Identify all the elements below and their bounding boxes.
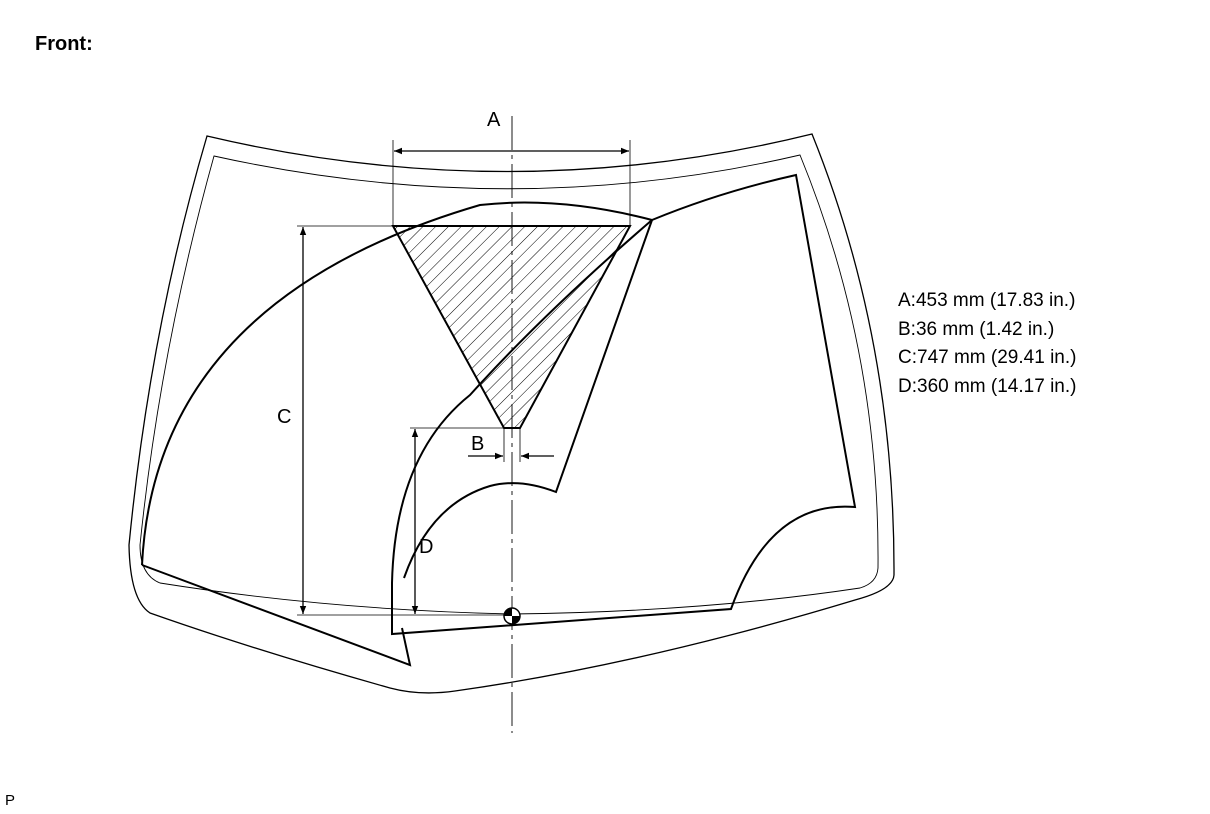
- dim-b-label: B: [471, 433, 484, 455]
- windshield-outer-outline: [128, 133, 895, 694]
- spec-d: D:360 mm (14.17 in.): [898, 375, 1077, 397]
- corner-mark: P: [5, 792, 16, 809]
- view-heading: Front:: [35, 33, 93, 55]
- hatched-inspection-zone: [391, 225, 632, 429]
- spec-b: B:36 mm (1.42 in.): [898, 318, 1055, 340]
- spec-a: A:453 mm (17.83 in.): [898, 290, 1076, 311]
- dimension-spec-list: A:453 mm (17.83 in.) B:36 mm (1.42 in.) …: [898, 287, 1076, 401]
- dim-a-label: A: [487, 109, 501, 131]
- windshield-inner-outline: [139, 154, 879, 615]
- reference-center-mark: [503, 607, 521, 625]
- wiper-sweep-area-passenger: [141, 201, 653, 667]
- spec-c: C:747 mm (29.41 in.): [898, 347, 1077, 368]
- wiper-sweep-area-driver: [391, 173, 857, 636]
- wiper-blade-cutout: [403, 219, 653, 579]
- dim-d-label: D: [419, 536, 433, 558]
- dim-c-label: C: [277, 406, 291, 428]
